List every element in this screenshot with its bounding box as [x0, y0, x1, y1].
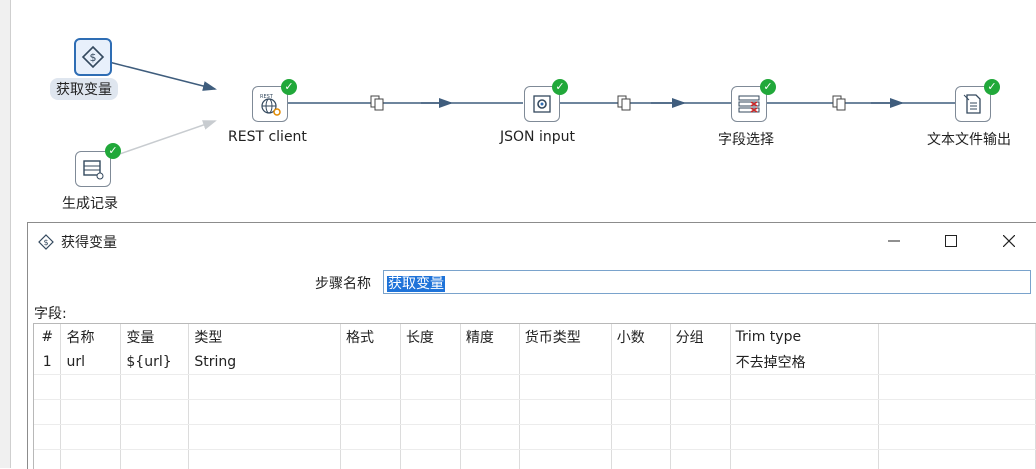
table-cell[interactable] [670, 350, 730, 375]
step-name-input[interactable]: 获取变量 [383, 270, 1031, 294]
success-check-icon: ✓ [281, 79, 297, 95]
copy-rows-icon [371, 96, 383, 110]
close-button[interactable] [994, 229, 1024, 253]
success-check-icon: ✓ [105, 143, 121, 159]
column-header[interactable]: Trim type [730, 324, 879, 350]
column-header[interactable]: 类型 [189, 324, 341, 350]
hop-getvars-to-rest [109, 62, 215, 89]
maximize-button[interactable] [936, 229, 966, 253]
step-label: REST client [228, 129, 307, 145]
table-cell: 1 [34, 350, 61, 375]
maximize-icon [945, 235, 957, 247]
get-variables-icon: $ [38, 234, 54, 254]
step-label: 生成记录 [62, 193, 118, 213]
svg-text:$: $ [43, 238, 48, 247]
column-header[interactable]: # [34, 324, 61, 350]
table-cell[interactable] [611, 350, 670, 375]
table-cell[interactable]: url [61, 350, 121, 375]
table-cell[interactable] [400, 350, 460, 375]
step-name-label: 步骤名称 [315, 273, 371, 293]
minimize-button[interactable] [879, 229, 909, 253]
dialog-title: 获得变量 [61, 232, 117, 252]
success-check-icon: ✓ [760, 79, 776, 95]
close-icon [1003, 235, 1015, 247]
svg-text:$: $ [90, 51, 97, 64]
success-check-icon: ✓ [984, 79, 1000, 95]
step-label: 字段选择 [718, 129, 774, 149]
left-panel-edge [0, 0, 11, 468]
step-name-value: 获取变量 [387, 276, 445, 292]
fields-table[interactable]: # 名称 变量 类型 格式 长度 精度 货币类型 小数 分组 Trim type… [33, 323, 1036, 469]
table-row[interactable]: 1 url ${url} String 不去掉空格 [34, 350, 1036, 375]
column-header[interactable]: 精度 [460, 324, 519, 350]
generate-rows-icon[interactable] [75, 151, 111, 187]
copy-rows-icon [618, 96, 630, 110]
get-variables-icon[interactable]: $ [74, 38, 112, 76]
minimize-icon [888, 235, 900, 247]
column-header[interactable]: 格式 [341, 324, 401, 350]
copy-rows-icon [833, 96, 845, 110]
column-header[interactable]: 小数 [611, 324, 670, 350]
transformation-canvas[interactable]: $ 获取变量 ✓ 生成记录 REST ✓ REST client ✓ JSON … [11, 0, 1036, 225]
table-cell[interactable]: String [189, 350, 341, 375]
dialog-titlebar[interactable]: $ 获得变量 [28, 223, 1036, 259]
table-row[interactable] [34, 375, 1036, 400]
success-check-icon: ✓ [552, 79, 568, 95]
table-cell[interactable] [341, 350, 401, 375]
table-row[interactable] [34, 400, 1036, 425]
column-header[interactable]: 货币类型 [519, 324, 611, 350]
get-variables-dialog: $ 获得变量 步骤名称 获取变量 字段: # 名称 变量 [27, 222, 1036, 469]
hop-genrows-to-rest [111, 121, 215, 157]
step-label: 文本文件输出 [927, 129, 1011, 149]
column-header[interactable]: 名称 [61, 324, 121, 350]
table-cell[interactable]: ${url} [121, 350, 189, 375]
table-cell[interactable]: 不去掉空格 [730, 350, 879, 375]
step-label: 获取变量 [50, 78, 118, 100]
table-row[interactable] [34, 425, 1036, 450]
table-cell[interactable] [519, 350, 611, 375]
column-header[interactable]: 长度 [400, 324, 460, 350]
column-header[interactable]: 变量 [121, 324, 189, 350]
table-header-row: # 名称 变量 类型 格式 长度 精度 货币类型 小数 分组 Trim type [34, 324, 1036, 350]
fields-label: 字段: [34, 303, 67, 323]
column-header[interactable]: 分组 [670, 324, 730, 350]
table-cell[interactable] [460, 350, 519, 375]
table-row[interactable] [34, 450, 1036, 469]
step-label: JSON input [500, 129, 575, 145]
